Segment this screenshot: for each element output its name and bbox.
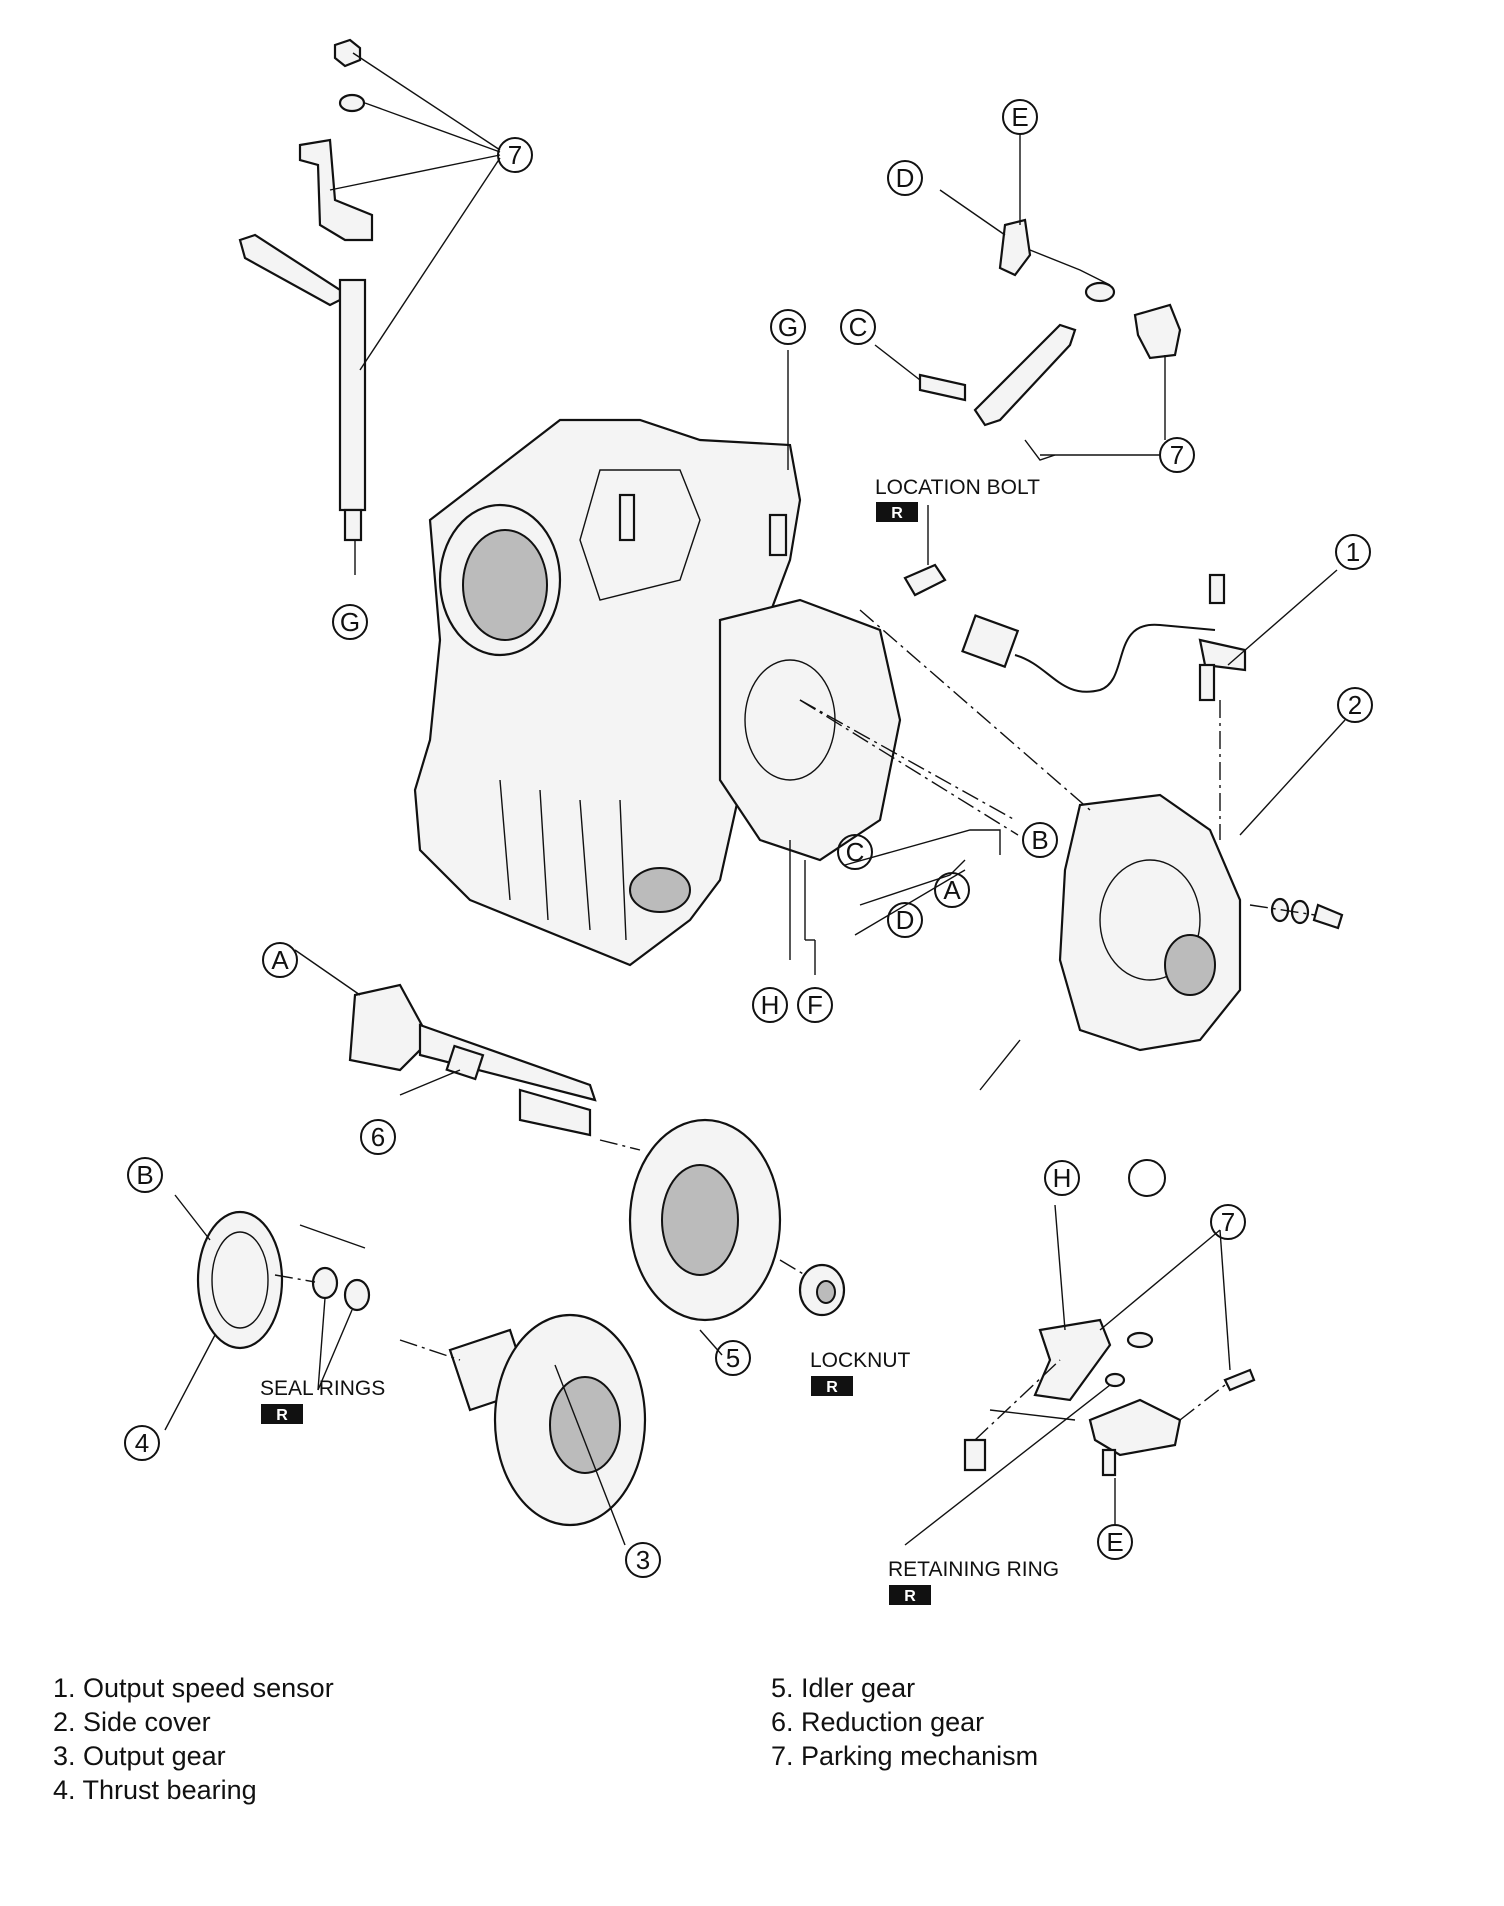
svg-text:C: C (849, 312, 868, 342)
svg-text:R: R (276, 1407, 288, 1424)
svg-text:H: H (1053, 1163, 1072, 1193)
location-bolt (903, 505, 947, 597)
callout-h-lower: H (1044, 1160, 1080, 1196)
callouts: 7 E D G C 7 1 2 (124, 99, 1373, 1578)
callout-d-mid: D (887, 902, 923, 938)
callout-b-left: B (127, 1157, 163, 1193)
legend-item-4: 4. Thrust bearing (53, 1775, 257, 1805)
svg-text:6: 6 (371, 1122, 385, 1152)
reduction-gear-shaft (348, 983, 597, 1137)
callout-1: 1 (1335, 534, 1371, 570)
callout-b-right: B (1022, 822, 1058, 858)
leader-lines (164, 52, 1346, 1546)
label-retaining-ring: RETAINING RING R (888, 1558, 1059, 1605)
svg-text:G: G (340, 607, 360, 637)
svg-text:2: 2 (1348, 690, 1362, 720)
callout-d-top: D (887, 160, 923, 196)
legend-left: 1. Output speed sensor 2. Side cover 3. … (53, 1671, 334, 1807)
legend-item-6: 6. Reduction gear (771, 1707, 985, 1737)
callout-3: 3 (625, 1542, 661, 1578)
callout-7-upper-right: 7 (1159, 437, 1195, 473)
svg-text:R: R (904, 1588, 916, 1605)
legend-item-5: 5. Idler gear (771, 1673, 916, 1703)
svg-text:E: E (1011, 102, 1028, 132)
thrust-bearing (196, 1210, 284, 1350)
svg-text:H: H (761, 990, 780, 1020)
svg-text:SEAL RINGS: SEAL RINGS (260, 1377, 385, 1400)
svg-text:LOCATION BOLT: LOCATION BOLT (875, 476, 1040, 499)
svg-text:4: 4 (135, 1428, 149, 1458)
svg-text:1: 1 (1346, 537, 1360, 567)
legend-item-3: 3. Output gear (53, 1741, 226, 1771)
callout-4: 4 (124, 1425, 160, 1461)
callout-2: 2 (1337, 687, 1373, 723)
transaxle-case (413, 418, 902, 967)
legend-right: 5. Idler gear 6. Reduction gear 7. Parki… (771, 1671, 1038, 1773)
legend-item-2: 2. Side cover (53, 1707, 211, 1737)
svg-text:7: 7 (1221, 1207, 1235, 1237)
output-gear (448, 1313, 647, 1527)
svg-text:RETAINING RING: RETAINING RING (888, 1558, 1059, 1581)
seal-rings (311, 1266, 371, 1312)
label-location-bolt: LOCATION BOLT R (875, 476, 1040, 522)
svg-text:R: R (826, 1379, 838, 1396)
callout-h-mid: H (752, 987, 788, 1023)
svg-text:F: F (807, 990, 823, 1020)
svg-text:C: C (846, 837, 865, 867)
svg-text:A: A (271, 945, 289, 975)
callout-e-lower: E (1097, 1524, 1133, 1560)
svg-text:B: B (1031, 825, 1048, 855)
svg-text:D: D (896, 905, 915, 935)
callout-c-mid: C (837, 834, 873, 870)
svg-text:A: A (943, 875, 961, 905)
callout-7-top: 7 (497, 137, 533, 173)
idler-gear (628, 1118, 846, 1322)
svg-text:E: E (1106, 1527, 1123, 1557)
callout-blank-lower (1128, 1159, 1166, 1197)
callout-f: F (797, 987, 833, 1023)
callout-7-lower-right: 7 (1210, 1204, 1246, 1240)
parking-mechanism-lower (963, 1318, 1256, 1477)
callout-g-left: G (332, 604, 368, 640)
legend-item-1: 1. Output speed sensor (53, 1673, 334, 1703)
callout-e-top: E (1002, 99, 1038, 135)
svg-text:5: 5 (726, 1343, 740, 1373)
label-seal-rings: SEAL RINGS R (260, 1377, 385, 1424)
svg-text:LOCKNUT: LOCKNUT (810, 1349, 911, 1372)
callout-g-top: G (770, 309, 806, 345)
svg-text:3: 3 (636, 1545, 650, 1575)
callout-a-mid: A (934, 872, 970, 908)
detent-assembly (918, 218, 1182, 461)
legend-item-7: 7. Parking mechanism (771, 1741, 1039, 1771)
svg-text:G: G (778, 312, 798, 342)
parking-rod-assembly (238, 38, 374, 575)
callout-5: 5 (715, 1340, 751, 1376)
svg-text:7: 7 (508, 140, 522, 170)
svg-text:D: D (896, 163, 915, 193)
label-locknut: LOCKNUT R (810, 1349, 911, 1396)
svg-text:R: R (891, 505, 903, 522)
callout-c-top: C (840, 309, 876, 345)
side-cover (1058, 793, 1344, 1052)
callout-6: 6 (360, 1119, 396, 1155)
svg-text:B: B (136, 1160, 153, 1190)
output-speed-sensor (961, 573, 1247, 702)
svg-text:7: 7 (1170, 440, 1184, 470)
callout-a-left: A (262, 942, 298, 978)
